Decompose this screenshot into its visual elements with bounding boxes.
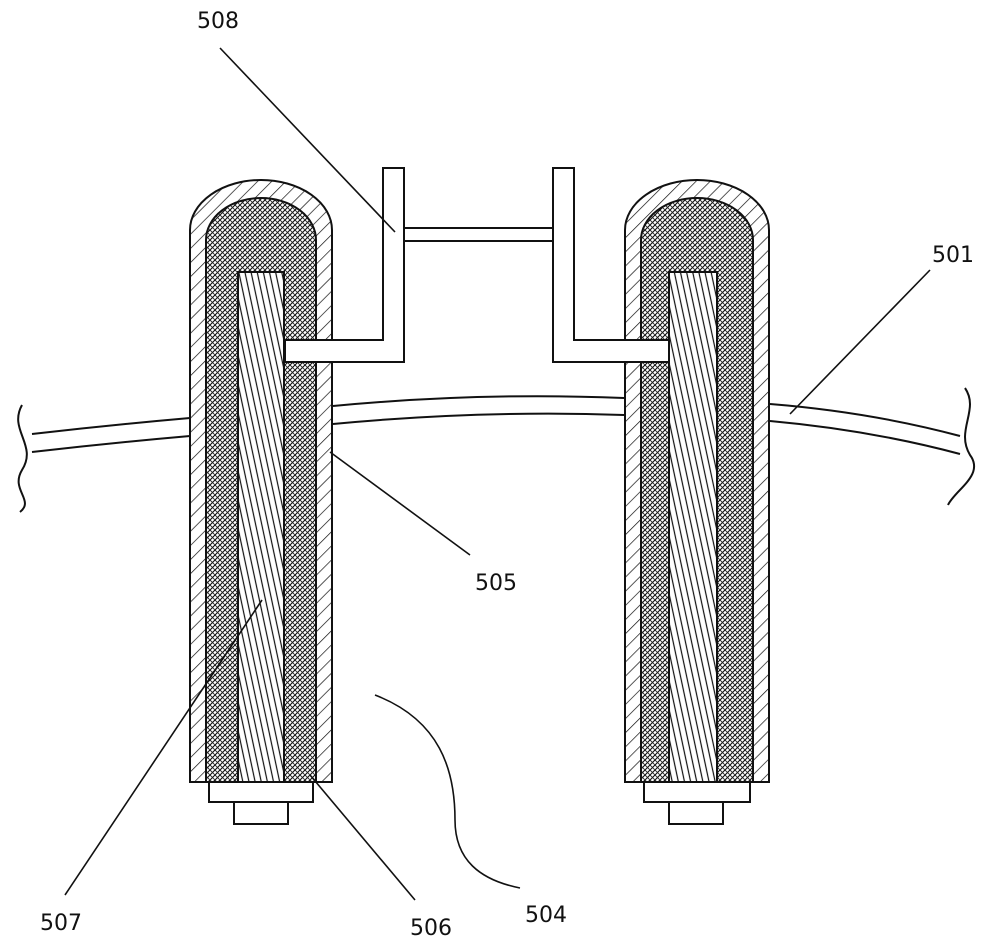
heating-element-right [552, 167, 770, 825]
label-505: 505 [475, 571, 517, 596]
connecting-bar-508 [403, 227, 554, 242]
label-501: 501 [932, 243, 974, 268]
label-508: 508 [197, 9, 239, 34]
wire-501 [17, 387, 976, 513]
leader-lines [64, 47, 931, 901]
heating-element-left [189, 167, 405, 825]
label-507: 507 [40, 911, 82, 936]
label-506: 506 [410, 916, 452, 941]
label-504: 504 [525, 903, 567, 928]
